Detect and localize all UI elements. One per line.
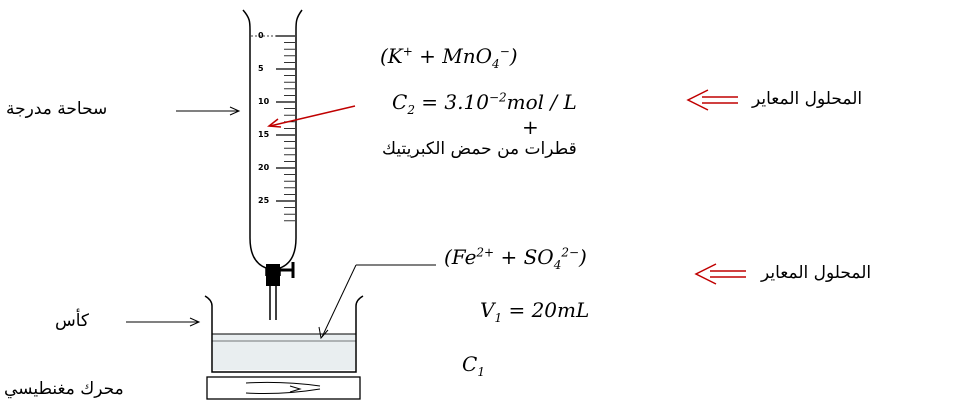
titrant-label: المحلول المعاير (752, 89, 863, 109)
titrated-formula: (Fe2+ + SO42−) (444, 245, 587, 272)
titrant-formula: (K+ + MnO4−) (380, 44, 518, 71)
burette-tick-label: 0 (258, 31, 264, 40)
titrant-double-arrow (686, 89, 738, 111)
stirrer-label: محرك مغنطيسي (4, 379, 124, 399)
burette-tick-label: 15 (258, 130, 270, 139)
sulfuric-acid-note: قطرات من حمض الكبريتيك (382, 139, 577, 159)
burette-tick-label: 25 (258, 196, 270, 205)
titrant-pointer-arrow (269, 105, 356, 127)
titrant-plus: + (522, 115, 539, 139)
stopcock (266, 264, 280, 286)
burette-tick-label: 5 (258, 64, 264, 73)
beaker-label: كأس (55, 311, 90, 331)
burette-label: سحاحة مدرجة (6, 99, 108, 119)
titrant-concentration: C2 = 3.10−2mol / L (392, 90, 577, 117)
burette-tick-label: 10 (258, 97, 270, 106)
titrated-concentration: C1 (462, 352, 485, 379)
burette-tick-label: 20 (258, 163, 270, 172)
burette (242, 9, 303, 320)
titrated-label: المحلول المعاير (761, 263, 872, 283)
beaker-liquid (213, 334, 355, 370)
titrated-volume: V1 = 20mL (480, 298, 590, 325)
burette-graduations (276, 35, 295, 222)
beaker (204, 295, 364, 373)
titrated-double-arrow (694, 263, 746, 285)
magnetic-stirrer (206, 376, 361, 400)
